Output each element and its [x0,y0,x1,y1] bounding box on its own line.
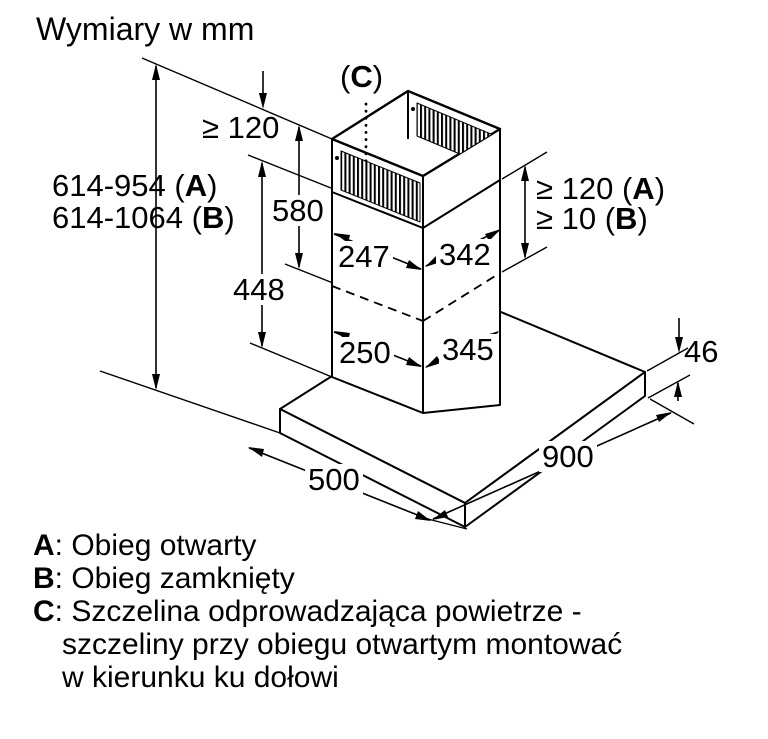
extension-lines [99,57,695,530]
mounting-hole-front [335,156,339,160]
page-title: Wymiary w mm [36,11,255,47]
legend-item-c: C: Szczelina odprowadzająca powietrze - [33,595,582,628]
legend-item-c-line2: szczeliny przy obiegu otwartym montować [62,628,623,661]
dim-ceiling-gap: ≥ 120 [202,110,280,145]
dim-height-open-circuit: 614-954 (A) [52,168,218,203]
dim-lower-width: 250 [336,337,394,368]
arrowheads [152,64,683,521]
vent-slot-band-front-icon [340,150,421,223]
dim-upper-depth: 342 [436,239,494,270]
telescopic-joint-dashed [331,272,501,322]
upper-section-bottom-rim [331,179,501,229]
label-c-slot: (C) [340,59,384,94]
dim-upper-width: 247 [335,241,393,272]
dim-canopy-height: 46 [684,334,719,369]
dim-overlap-open: ≥ 120 (A) [536,171,666,206]
chimney-top-opening [330,89,502,178]
mounting-hole-inner [411,107,415,111]
dim-lower-depth: 345 [439,334,497,365]
legend-item-b: B: Obieg zamknięty [33,562,295,595]
dim-canopy-width: 900 [539,441,597,472]
dim-canopy-depth: 500 [305,464,363,495]
dim-height-closed-circuit: 614-1064 (B) [52,200,235,235]
legend-item-c-line3: w kierunku ku dołowi [62,661,339,694]
dim-lower-section: 448 [230,274,288,305]
dim-overlap-closed: ≥ 10 (B) [536,201,648,236]
legend: A: Obieg otwarty B: Obieg zamknięty C: S… [33,529,622,694]
dim-upper-section: 580 [269,195,327,226]
legend-item-a: A: Obieg otwarty [33,529,257,562]
